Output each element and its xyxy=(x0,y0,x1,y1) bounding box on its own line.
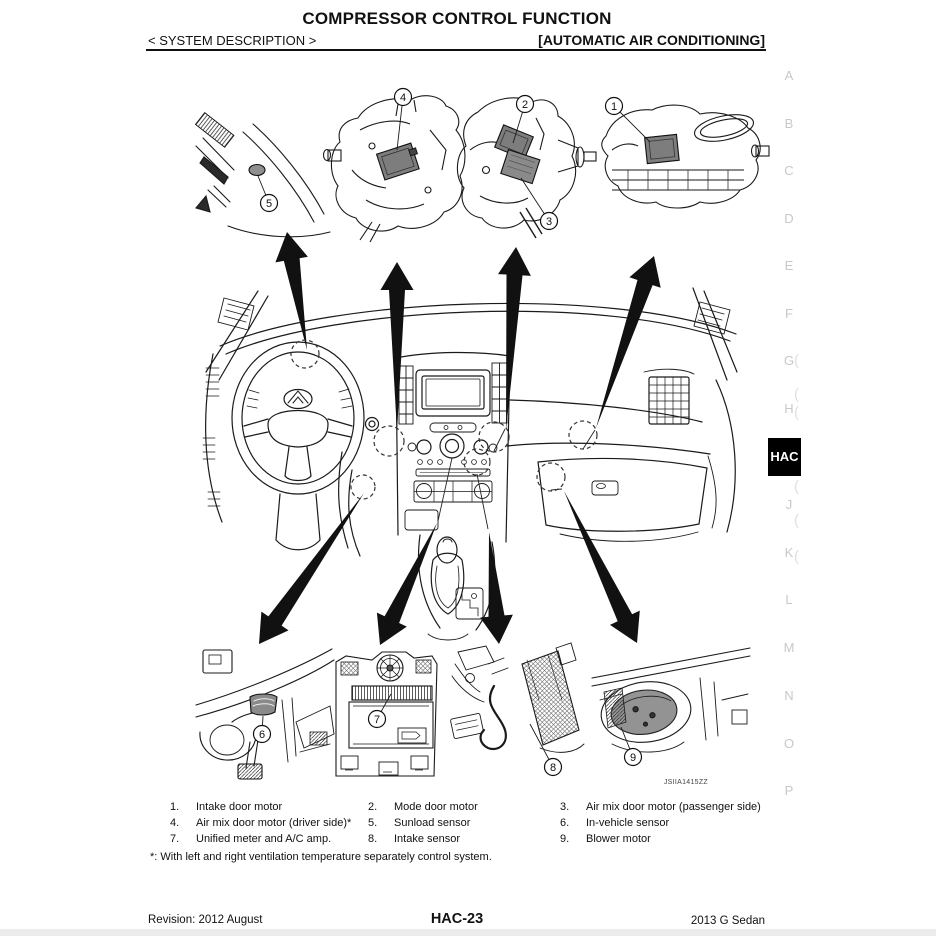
marker-link-line xyxy=(437,457,453,522)
callout-circle-4 xyxy=(393,87,413,107)
callout-number-2: 2 xyxy=(522,99,528,111)
pointer-arrow xyxy=(259,493,364,644)
illustration-intake-sensor xyxy=(450,642,585,753)
callout-number-5: 5 xyxy=(266,198,272,210)
dashboard-illustration xyxy=(202,287,738,641)
component-marker xyxy=(568,420,598,450)
callout-circle-3 xyxy=(539,211,559,231)
legend-item-number: 4. xyxy=(170,817,180,829)
legend-footnote: *: With left and right ventilation tempe… xyxy=(150,851,492,863)
scan-artifact: ( xyxy=(794,386,799,403)
illustration-sunload-sensor xyxy=(194,111,331,238)
footer-model: 2013 G Sedan xyxy=(690,915,765,927)
legend-item-number: 2. xyxy=(368,801,378,813)
sidebar-letter-O: O xyxy=(783,735,795,751)
sidebar-letter-K: K xyxy=(784,544,794,560)
pointer-arrow xyxy=(275,232,308,350)
component-marker xyxy=(290,339,320,369)
marker-link-line xyxy=(582,429,596,450)
legend-item-label: Air mix door motor (driver side)* xyxy=(196,817,352,829)
scan-artifact: ( xyxy=(794,548,799,565)
callout-circle-1 xyxy=(604,96,624,116)
legend-item-label: In-vehicle sensor xyxy=(586,817,670,829)
callout-number-4: 4 xyxy=(400,92,406,104)
marker-link-line xyxy=(476,473,489,530)
scan-artifact: ( xyxy=(794,352,799,369)
sidebar-letter-P: P xyxy=(784,783,794,799)
callout-circle-2 xyxy=(515,94,535,114)
sidebar-letter-C: C xyxy=(784,163,794,178)
component-marker xyxy=(373,425,405,457)
component-marker xyxy=(463,448,491,476)
page-edge xyxy=(0,929,936,936)
scan-artifact: ( xyxy=(794,512,799,529)
marker-link-line xyxy=(493,428,506,452)
illustration-unified-meter-ac-amp xyxy=(335,651,438,777)
callout-number-1: 1 xyxy=(611,101,617,113)
component-marker xyxy=(536,462,566,492)
scan-artifact: ( xyxy=(794,404,799,421)
header-rule xyxy=(146,49,766,51)
legend-item-number: 8. xyxy=(368,833,378,845)
illustration-blower-motor xyxy=(591,647,751,753)
legend-item-label: Blower motor xyxy=(586,833,651,845)
legend-item-label: Air mix door motor (passenger side) xyxy=(586,801,761,813)
sidebar-letter-A: A xyxy=(784,68,794,83)
illustration-mode-and-air-mix-motor xyxy=(456,97,597,239)
sidebar-letter-H: H xyxy=(784,400,794,416)
callout-circle-8 xyxy=(543,757,563,777)
callout-number-8: 8 xyxy=(550,762,556,774)
pointer-arrow xyxy=(596,256,661,428)
sidebar-letter-L: L xyxy=(785,592,793,608)
legend-item-label: Unified meter and A/C amp. xyxy=(196,833,332,845)
legend-item-number: 1. xyxy=(170,801,180,813)
legend: 1. Intake door motor 2. Mode door motor 3. Ai… xyxy=(150,801,772,853)
legend-item-number: 6. xyxy=(560,817,570,829)
legend-item-number: 7. xyxy=(170,833,180,845)
sidebar-letter-N: N xyxy=(784,687,794,703)
callout-circle-6 xyxy=(252,724,272,744)
illustration-intake-door-motor xyxy=(601,104,770,209)
callout-number-7: 7 xyxy=(374,714,380,726)
legend-item-label: Intake door motor xyxy=(196,801,283,813)
page-title: COMPRESSOR CONTROL FUNCTION xyxy=(302,9,612,28)
footer-revision: Revision: 2012 August xyxy=(148,914,263,926)
pointer-arrow xyxy=(376,523,437,645)
category-label: [AUTOMATIC AIR CONDITIONING] xyxy=(538,32,765,48)
legend-item-label: Mode door motor xyxy=(394,801,478,813)
sidebar-letter-G: G xyxy=(783,353,795,368)
callout-circle-9 xyxy=(623,747,643,767)
legend-item-number: 3. xyxy=(560,801,570,813)
sidebar-letter-J: J xyxy=(785,497,793,512)
sidebar-letter-M: M xyxy=(783,640,795,656)
illustration-in-vehicle-sensor xyxy=(195,648,335,780)
callout-circle-7 xyxy=(367,709,387,729)
legend-item-number: 5. xyxy=(368,817,378,829)
figure-code: JSIIA1415ZZ xyxy=(664,779,709,786)
legend-item-label: Intake sensor xyxy=(394,833,461,845)
legend-item-number: 9. xyxy=(560,833,570,845)
scan-artifact: ( xyxy=(794,478,799,495)
legend-item-label: Sunload sensor xyxy=(394,817,471,829)
sidebar-letter-F: F xyxy=(785,305,793,321)
component-marker xyxy=(478,421,510,453)
active-section-tab: HAC xyxy=(768,438,801,476)
footer-page-number: HAC-23 xyxy=(430,911,484,927)
pointer-arrow xyxy=(498,247,531,430)
sidebar-letter-D: D xyxy=(784,210,794,226)
pointer-arrow xyxy=(380,262,414,432)
callout-number-6: 6 xyxy=(259,729,265,741)
pointer-arrow xyxy=(564,491,640,643)
callout-circle-5 xyxy=(259,193,279,213)
pointer-arrow xyxy=(480,532,513,644)
illustration-air-mix-motor-driver xyxy=(322,95,466,243)
callout-number-9: 9 xyxy=(630,752,636,764)
callout-number-3: 3 xyxy=(546,216,552,228)
sidebar-letter-E: E xyxy=(784,258,794,273)
section-label: < SYSTEM DESCRIPTION > xyxy=(148,33,317,48)
component-marker xyxy=(350,474,376,500)
sidebar-letter-B: B xyxy=(784,115,794,131)
